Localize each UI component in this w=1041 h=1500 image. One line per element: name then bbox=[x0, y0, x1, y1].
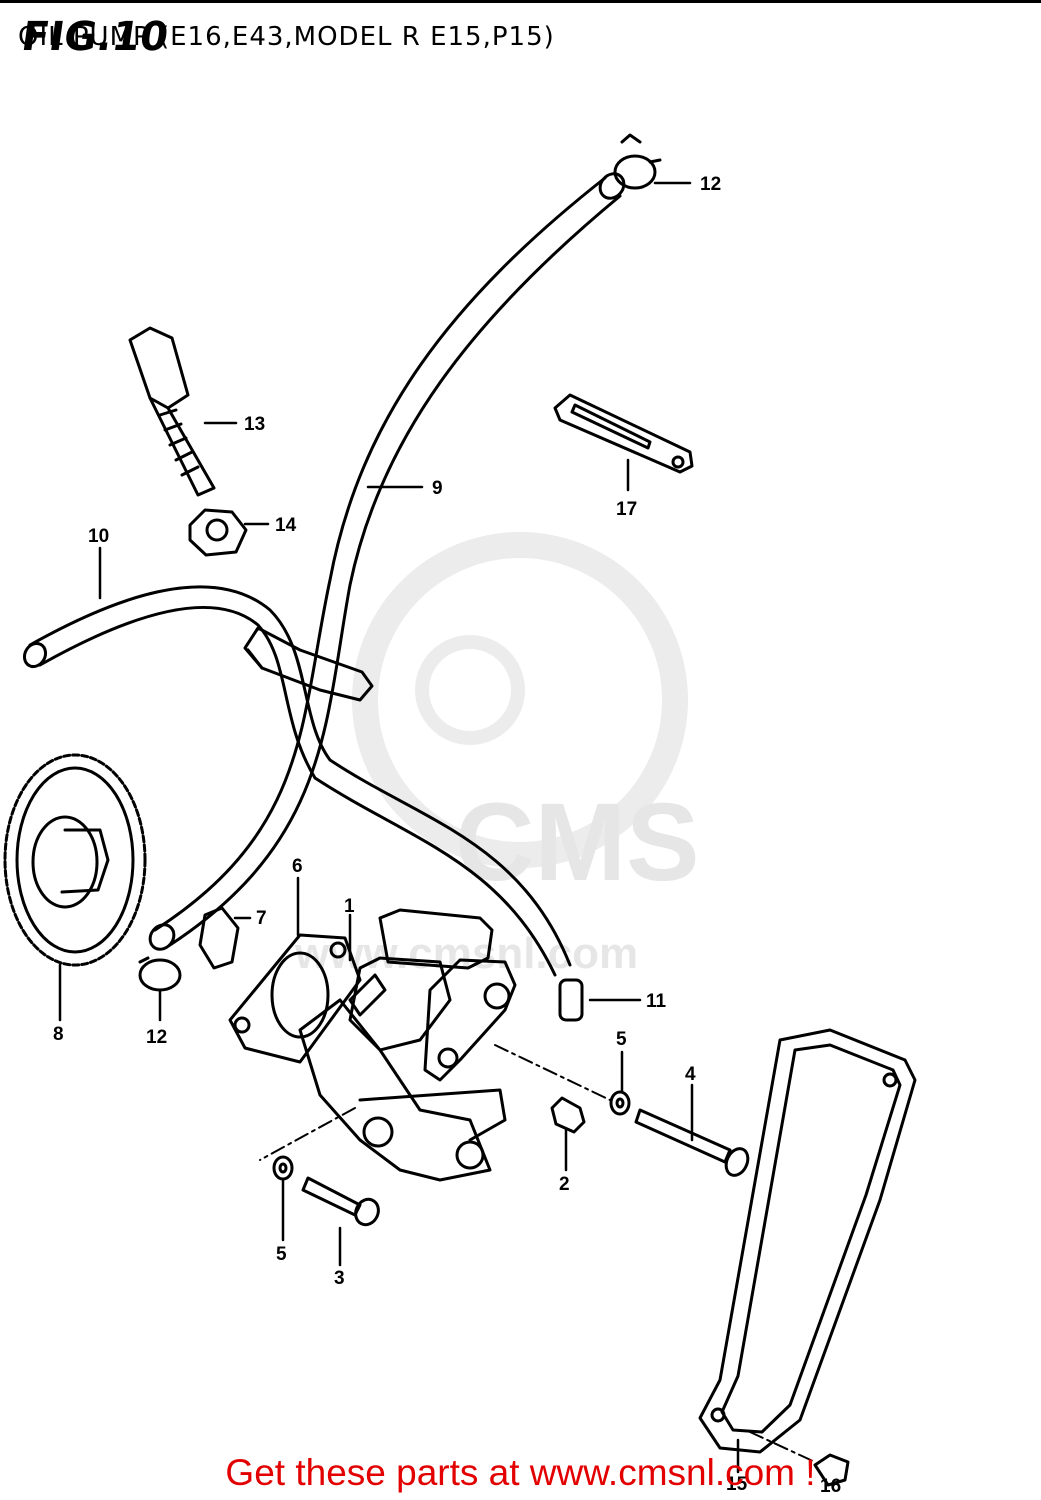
callout-3: 3 bbox=[334, 1268, 345, 1289]
callout-6: 6 bbox=[292, 856, 303, 877]
callout-5-left: 5 bbox=[276, 1244, 287, 1265]
callout-15: 15 bbox=[726, 1474, 748, 1495]
callout-labels: 12 13 14 9 10 17 6 7 1 11 5 4 2 8 12 5 3… bbox=[53, 174, 841, 1497]
part-12-hose-clip-top bbox=[613, 133, 662, 190]
part-6-gasket bbox=[228, 933, 362, 1064]
callout-4: 4 bbox=[685, 1064, 696, 1085]
callout-12-top: 12 bbox=[700, 174, 721, 195]
part-7-clip bbox=[198, 906, 240, 970]
cmsnl-watermark: CMS www.cmsnl.com bbox=[294, 532, 699, 978]
part-3-screw bbox=[301, 1176, 380, 1227]
part-13-bolt bbox=[128, 326, 216, 497]
callout-7: 7 bbox=[256, 908, 267, 929]
diagram-title: OIL PUMP (E16,E43,MODEL R E15,P15) bbox=[18, 22, 555, 52]
part-5-washer-left bbox=[272, 1155, 294, 1181]
part-1-oil-pump bbox=[298, 908, 517, 1182]
callout-1: 1 bbox=[344, 896, 355, 917]
part-9-oil-hose bbox=[148, 172, 626, 951]
part-14-nut bbox=[188, 508, 248, 557]
part-2-plug bbox=[550, 1096, 586, 1134]
callout-2: 2 bbox=[559, 1174, 570, 1195]
callout-12-bottom: 12 bbox=[146, 1027, 167, 1048]
hose-guide-clamp bbox=[243, 626, 374, 702]
part-15-cover-gasket bbox=[698, 1028, 917, 1454]
leader-lines bbox=[58, 181, 740, 1474]
part-4-screw bbox=[634, 1108, 750, 1177]
callout-16: 16 bbox=[820, 1476, 841, 1497]
callout-17: 17 bbox=[616, 499, 637, 520]
top-rule bbox=[0, 0, 1041, 3]
part-11-cap bbox=[558, 978, 584, 1022]
callout-10: 10 bbox=[88, 526, 109, 547]
part-12-hose-clip-bottom bbox=[138, 956, 182, 992]
callout-5-right: 5 bbox=[616, 1029, 627, 1050]
part-17-bracket bbox=[553, 393, 694, 474]
callout-8: 8 bbox=[53, 1024, 64, 1045]
watermark-brand: CMS bbox=[455, 781, 699, 904]
part-10-oil-hose bbox=[22, 585, 572, 977]
callout-11: 11 bbox=[646, 991, 667, 1012]
callout-9: 9 bbox=[432, 478, 443, 499]
callout-14: 14 bbox=[275, 515, 297, 536]
part-16-screw bbox=[813, 1453, 850, 1487]
part-5-washer-right bbox=[609, 1090, 631, 1116]
part-8-drive-gear bbox=[3, 753, 147, 967]
alignment-lines bbox=[259, 1044, 816, 1463]
callout-13: 13 bbox=[244, 414, 265, 435]
footer-link-text[interactable]: Get these parts at www.cmsnl.com ! bbox=[225, 1452, 816, 1493]
